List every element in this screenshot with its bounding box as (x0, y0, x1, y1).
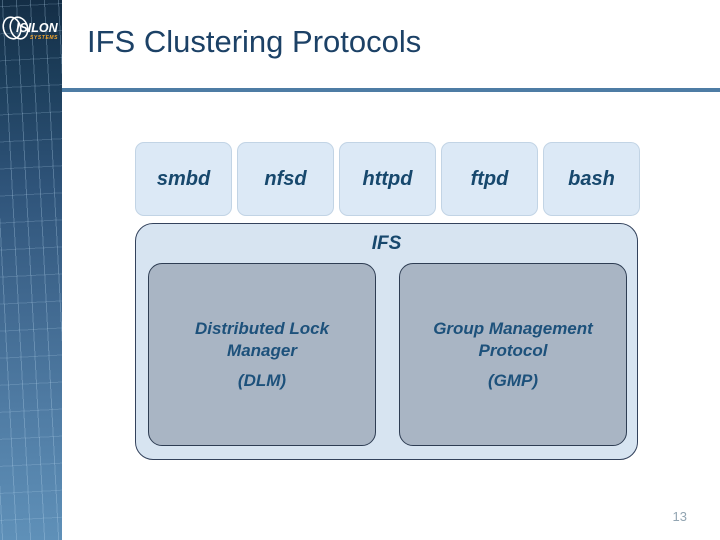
ifs-modules: Distributed Lock Manager (DLM) Group Man… (148, 263, 627, 446)
protocol-box-ftpd: ftpd (441, 142, 538, 216)
page-title: IFS Clustering Protocols (87, 24, 422, 59)
protocol-box-nfsd: nfsd (237, 142, 334, 216)
isilon-logo: ISILON SYSTEMS (2, 12, 60, 46)
module-gmp: Group Management Protocol (GMP) (399, 263, 627, 446)
logo-rings-icon: ISILON SYSTEMS (2, 16, 59, 41)
module-name: Distributed Lock Manager (194, 318, 330, 360)
protocol-box-bash: bash (543, 142, 640, 216)
protocol-box-httpd: httpd (339, 142, 436, 216)
protocol-label: smbd (156, 167, 211, 190)
protocol-row: smbd nfsd httpd ftpd bash (135, 142, 640, 216)
ifs-label: IFS (371, 233, 402, 254)
logo-subtitle: SYSTEMS (30, 35, 58, 41)
module-dlm: Distributed Lock Manager (DLM) (148, 263, 376, 446)
protocol-label: httpd (362, 167, 413, 190)
logo-wordmark: ISILON (16, 21, 59, 35)
ifs-container: IFS Distributed Lock Manager (DLM) Group… (135, 223, 638, 460)
module-name: Group Management Protocol (433, 318, 593, 360)
sidebar-decoration: ISILON SYSTEMS (0, 0, 62, 540)
protocol-label: bash (568, 167, 615, 190)
protocol-box-smbd: smbd (135, 142, 232, 216)
title-underline (62, 88, 720, 92)
module-abbr: (GMP) (487, 370, 539, 390)
protocol-label: nfsd (264, 167, 307, 190)
page-number: 13 (672, 509, 687, 524)
module-abbr: (DLM) (237, 370, 287, 390)
protocol-label: ftpd (470, 167, 509, 190)
